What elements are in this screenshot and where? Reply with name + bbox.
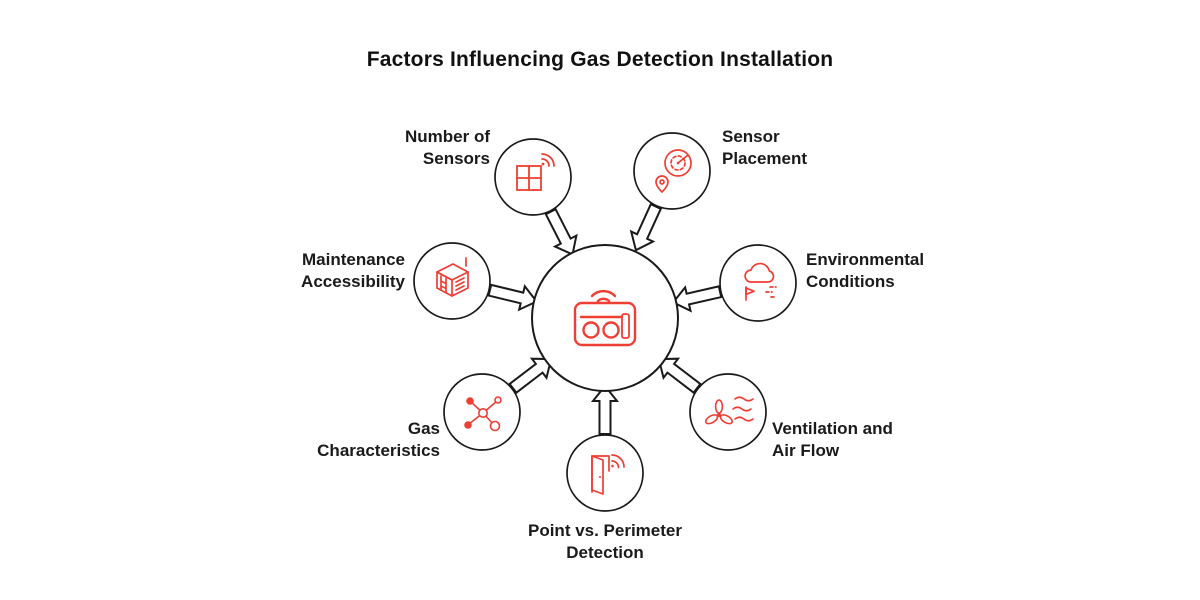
label-point-vs-perimeter: Point vs. Perimeter Detection xyxy=(527,521,682,562)
label-ventilation-air-flow: Ventilation and Air Flow xyxy=(772,419,893,460)
sensor-grid-signal-icon xyxy=(516,153,555,191)
weather-cloud-icon xyxy=(744,262,777,301)
facility-access-icon xyxy=(436,257,469,297)
label-environmental: Environmental Conditions xyxy=(806,250,925,291)
node-circle-number-of-sensors xyxy=(494,138,572,216)
node-circle-environmental xyxy=(719,244,797,322)
molecule-icon xyxy=(464,396,502,432)
arrow-maintenance xyxy=(486,277,541,315)
fan-airflow-icon xyxy=(704,396,754,425)
page-title: Factors Influencing Gas Detection Instal… xyxy=(366,48,834,71)
arrow-sensor-placement xyxy=(623,200,668,257)
door-sensor-icon xyxy=(591,454,625,495)
node-circle-point-vs-perimeter xyxy=(566,434,644,512)
label-gas-characteristics: Gas Characteristics xyxy=(317,419,440,460)
arrow-point-vs-perimeter xyxy=(592,385,618,435)
node-circle-ventilation xyxy=(689,373,767,451)
label-sensor-placement: Sensor Placement xyxy=(722,127,808,168)
label-maintenance: Maintenance Accessibility xyxy=(301,250,405,291)
radar-location-icon xyxy=(655,149,692,194)
node-circle-sensor-placement xyxy=(633,132,711,210)
label-number-of-sensors: Number of Sensors xyxy=(405,127,490,168)
gas-detector-icon xyxy=(573,289,637,347)
